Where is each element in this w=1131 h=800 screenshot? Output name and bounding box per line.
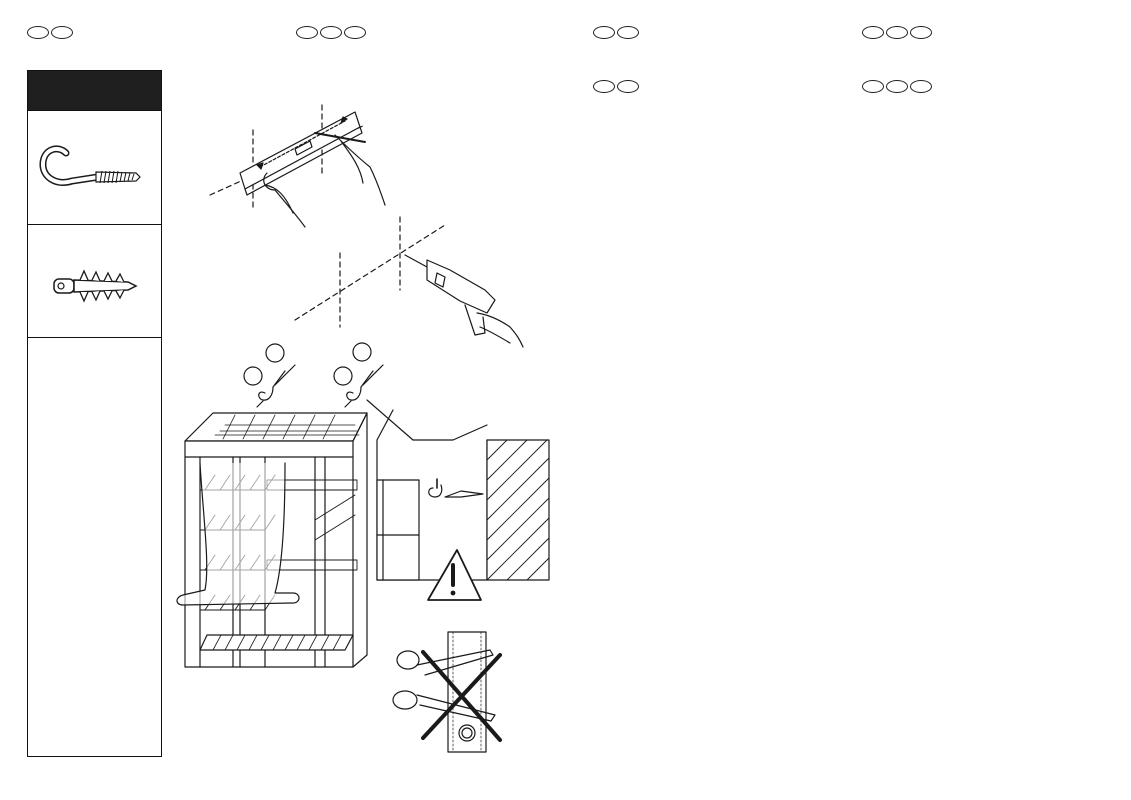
language-code-pill bbox=[886, 80, 908, 93]
do-not-cut-strap-icon bbox=[392, 631, 502, 753]
parts-panel-header bbox=[28, 71, 161, 111]
language-code-pill bbox=[617, 26, 639, 39]
part-wall-plug bbox=[28, 225, 161, 338]
language-code-pill bbox=[296, 26, 318, 39]
language-code-pill bbox=[617, 80, 639, 93]
part-screw-hook bbox=[28, 111, 161, 225]
language-codes-group-3 bbox=[593, 26, 639, 39]
language-code-pill bbox=[51, 26, 73, 39]
language-code-pill bbox=[910, 26, 932, 39]
wall-plug-icon bbox=[53, 269, 138, 303]
wall-anchoring-instructions bbox=[176, 104, 550, 753]
warning-triangle-icon bbox=[427, 549, 482, 601]
screw-hook-icon bbox=[39, 145, 141, 186]
language-code-pill bbox=[320, 26, 342, 39]
language-codes-group-5 bbox=[593, 80, 639, 93]
drill-icon bbox=[294, 216, 524, 348]
language-code-pill bbox=[27, 26, 49, 39]
parts-panel bbox=[27, 70, 162, 757]
spirit-level-marking-icon bbox=[209, 104, 386, 228]
language-codes-group-2 bbox=[296, 26, 366, 39]
language-code-pill bbox=[886, 26, 908, 39]
language-code-pill bbox=[862, 80, 884, 93]
language-code-pill bbox=[910, 80, 932, 93]
cabinet-wall-anchoring-icon bbox=[176, 342, 550, 668]
language-codes-group-4 bbox=[862, 26, 932, 39]
language-codes-group-1 bbox=[27, 26, 73, 39]
language-code-pill bbox=[862, 26, 884, 39]
language-codes-group-6 bbox=[862, 80, 932, 93]
language-code-pill bbox=[344, 26, 366, 39]
language-code-pill bbox=[593, 80, 615, 93]
language-code-pill bbox=[593, 26, 615, 39]
